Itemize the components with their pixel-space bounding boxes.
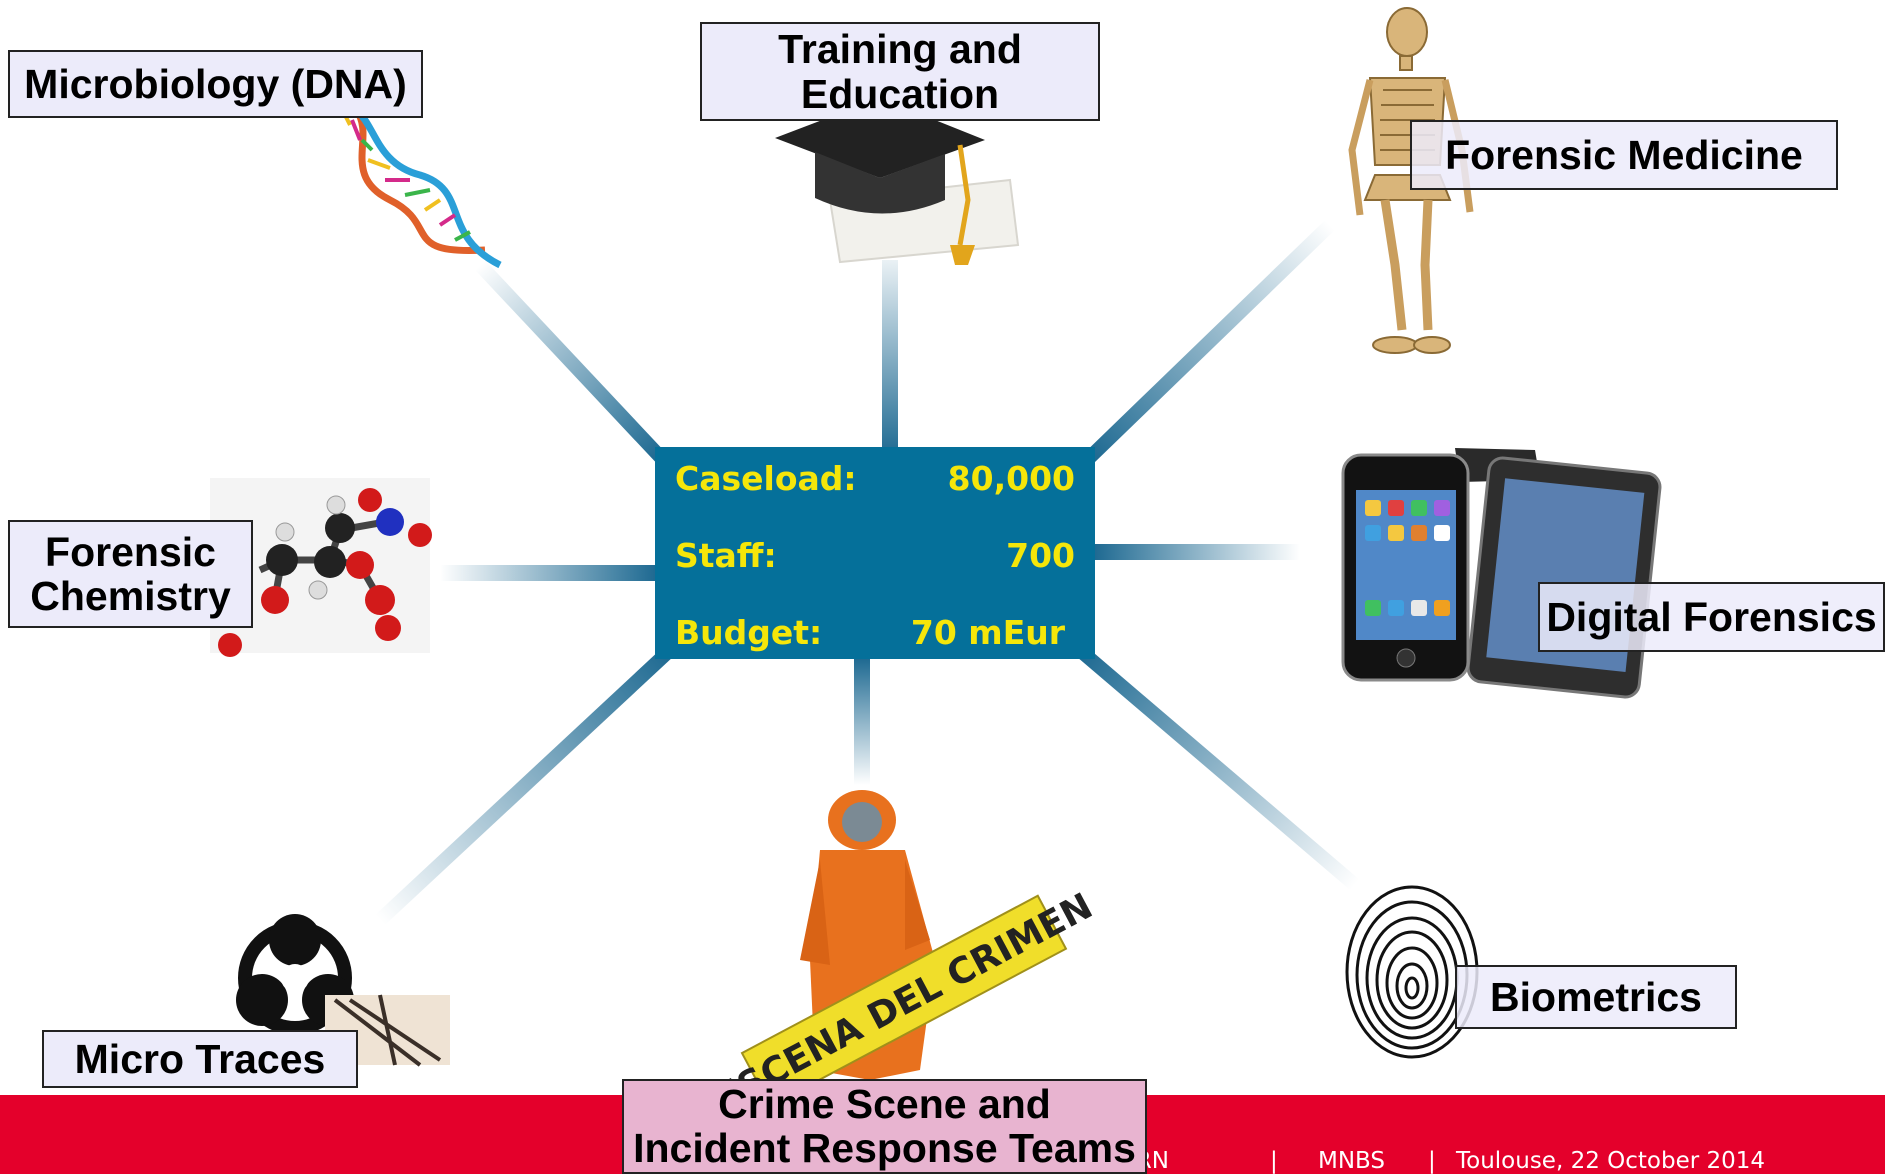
label-micro-traces: Micro Traces bbox=[42, 1030, 358, 1088]
staff-row: Staff: 700 bbox=[675, 536, 1075, 576]
budget-value: 70 mEur bbox=[910, 613, 1065, 652]
biohazard-icon bbox=[236, 914, 450, 1067]
dna-helix-icon bbox=[323, 91, 502, 269]
footer-separator-2: | bbox=[1428, 1148, 1436, 1174]
caseload-row: Caseload: 80,000 bbox=[675, 459, 1075, 499]
footer-right: Toulouse, 22 October 2014 bbox=[1456, 1148, 1766, 1174]
spoke-micro-traces bbox=[375, 646, 673, 926]
label-digital-forensics: Digital Forensics bbox=[1538, 582, 1885, 652]
hazmat-suit-icon: ESCENA DEL CRIMEN bbox=[709, 790, 1099, 1119]
phone-tablet-icon bbox=[1341, 448, 1662, 699]
spokes bbox=[375, 219, 1360, 926]
caseload-value: 80,000 bbox=[947, 459, 1075, 498]
footer-text: BRN | MNBS | Toulouse, 22 October 2014 bbox=[1120, 1148, 1880, 1174]
footer-separator-1: | bbox=[1270, 1148, 1278, 1174]
budget-label: Budget: bbox=[675, 613, 823, 652]
label-forensic-medicine: Forensic Medicine bbox=[1410, 120, 1838, 190]
caseload-label: Caseload: bbox=[675, 459, 857, 498]
label-microbiology: Microbiology (DNA) bbox=[8, 50, 423, 118]
spoke-microbiology bbox=[474, 260, 671, 467]
spoke-biometrics bbox=[1077, 646, 1360, 891]
label-training: Training and Education bbox=[700, 22, 1100, 121]
staff-value: 700 bbox=[1006, 536, 1075, 575]
spoke-forensic-medicine bbox=[1080, 219, 1335, 468]
central-stats-box: Caseload: 80,000 Staff: 700 Budget: 70 m… bbox=[655, 447, 1095, 659]
staff-label: Staff: bbox=[675, 536, 777, 575]
footer-middle: MNBS bbox=[1318, 1148, 1386, 1174]
label-forensic-chemistry: Forensic Chemistry bbox=[8, 520, 253, 628]
budget-row: Budget: 70 mEur bbox=[675, 613, 1075, 653]
graduation-cap-icon bbox=[775, 98, 1020, 265]
label-crime-scene: Crime Scene and Incident Response Teams bbox=[622, 1079, 1147, 1174]
label-biometrics: Biometrics bbox=[1455, 965, 1737, 1029]
